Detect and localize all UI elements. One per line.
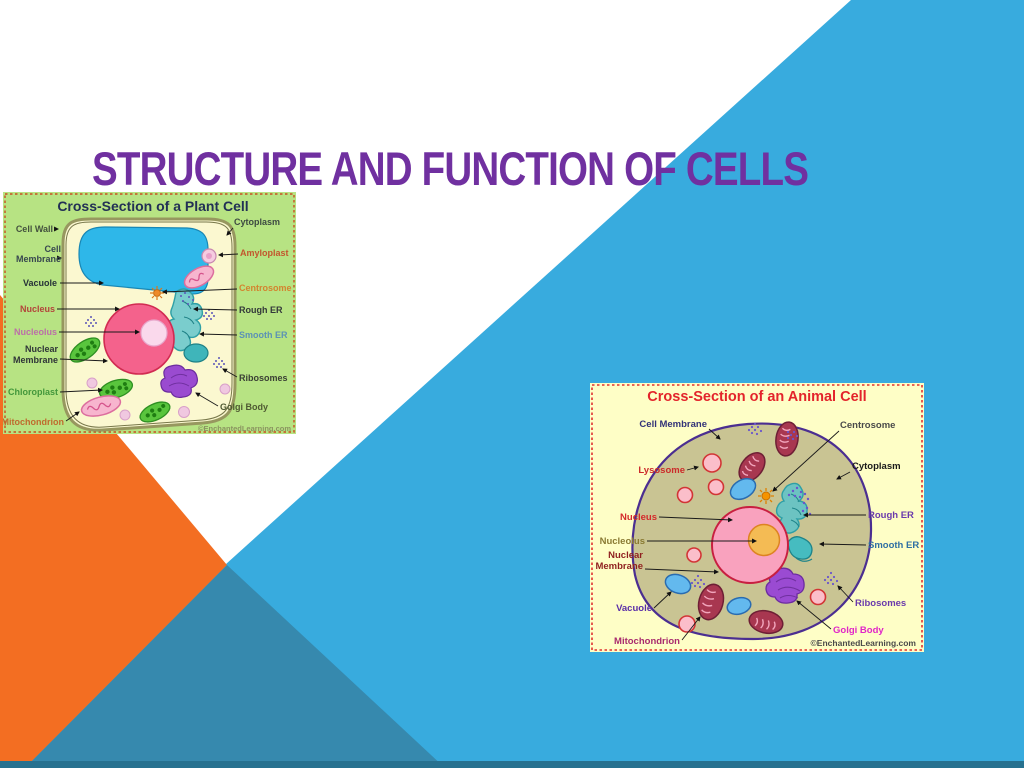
animal-label-centrosome: Centrosome [840, 420, 895, 431]
bottom-accent-bar [0, 761, 1024, 768]
animal-label-lysosome: Lysosome [638, 465, 685, 476]
animal-lysosome-shapes [676, 453, 827, 633]
plant-cell-diagram: Cross-Section of a Plant Cell [3, 192, 296, 434]
animal-label-smooth-er: Smooth ER [868, 540, 919, 551]
animal-label-mitochondrion: Mitochondrion [614, 636, 680, 647]
plant-amyloplast-shape [201, 248, 217, 264]
plant-mitochondrion-shape [80, 395, 122, 417]
plant-label-cell-membrane-1: Cell [44, 244, 61, 254]
plant-label-cell-wall: Cell Wall [16, 224, 53, 234]
plant-label-smooth-er: Smooth ER [239, 330, 288, 340]
plant-label-chloroplast: Chloroplast [8, 387, 58, 397]
animal-label-nuclear-membrane-2: Membrane [595, 561, 643, 572]
plant-ribosome-cluster [203, 309, 215, 320]
animal-smooth-er-shape [787, 536, 813, 562]
plant-chloroplast-shape [98, 378, 134, 400]
plant-mitochondrion-shape [183, 265, 215, 289]
plant-label-nuclear-membrane-1: Nuclear [25, 344, 59, 354]
animal-cell-diagram: Cross-Section of an Animal Cell [590, 383, 924, 652]
animal-ribosome-cluster [823, 571, 839, 586]
animal-vacuole-shapes [664, 477, 757, 616]
plant-er-shape [166, 288, 209, 363]
plant-label-lines [54, 226, 239, 422]
animal-ribosome-cluster [747, 422, 763, 436]
animal-nucleolus-shape [747, 523, 781, 557]
slide-title: STRUCTURE AND FUNCTION OF CELLS [92, 142, 809, 195]
plant-label-cytoplasm: Cytoplasm [234, 217, 280, 227]
plant-golgi-body-shape [160, 364, 198, 399]
animal-label-lines [644, 428, 867, 641]
animal-label-rough-er: Rough ER [868, 510, 914, 521]
plant-cell-membrane-shape [65, 221, 233, 428]
animal-mitochondrion-shape [748, 609, 784, 635]
animal-centrosome-shape [758, 488, 774, 504]
plant-rough-er-ribosome-dots [180, 292, 194, 305]
animal-mitochondrion-shape [775, 421, 799, 457]
animal-label-cytoplasm: Cytoplasm [852, 461, 901, 472]
plant-diagram-dashed-border [4, 193, 295, 433]
animal-mitochondrion-shape [697, 583, 725, 621]
animal-label-nucleolus: Nucleolus [600, 536, 645, 547]
plant-vesicles [86, 377, 231, 421]
animal-golgi-body-shape [765, 567, 805, 604]
animal-cell-svg: Cross-Section of an Animal Cell [590, 383, 924, 652]
animal-diagram-title: Cross-Section of an Animal Cell [647, 389, 866, 405]
animal-label-vacuole: Vacuole [616, 603, 652, 614]
animal-ribosome-cluster [786, 430, 799, 441]
plant-chloroplast-shape [139, 401, 171, 423]
animal-rough-er-ribosome-dots [787, 486, 812, 516]
plant-label-rough-er: Rough ER [239, 305, 283, 315]
plant-label-nucleolus: Nucleolus [14, 327, 57, 337]
plant-label-centrosome: Centrosome [239, 283, 292, 293]
plant-nucleolus-shape [140, 319, 168, 347]
plant-label-nucleus: Nucleus [20, 304, 55, 314]
animal-label-golgi-body: Golgi Body [833, 625, 884, 636]
plant-centrosome-shape [150, 286, 164, 300]
plant-ribosome-cluster [213, 357, 225, 368]
plant-label-nuclear-membrane-2: Membrane [13, 355, 58, 365]
plant-cell-svg: Cross-Section of a Plant Cell [3, 192, 296, 434]
plant-label-golgi-body: Golgi Body [220, 402, 268, 412]
plant-label-amyloplast: Amyloplast [240, 248, 289, 258]
plant-label-cell-membrane-2: Membrane [16, 254, 61, 264]
animal-diagram-dashed-border [591, 384, 923, 651]
plant-label-ribosomes: Ribosomes [239, 373, 288, 383]
plant-label-mitochondrion: Mitochondrion [3, 417, 64, 427]
plant-copyright: ©EnchantedLearning.com [198, 424, 291, 433]
plant-golgi-folds [168, 373, 190, 387]
animal-copyright: ©EnchantedLearning.com [811, 638, 917, 648]
animal-label-nuclear-membrane-1: Nuclear [608, 550, 643, 561]
plant-diagram-title: Cross-Section of a Plant Cell [57, 198, 248, 214]
plant-vacuole-shape [78, 226, 209, 295]
plant-ribosome-cluster [85, 316, 97, 327]
plant-label-vacuole: Vacuole [23, 278, 57, 288]
animal-ribosome-cluster [690, 574, 706, 589]
animal-label-nucleus: Nucleus [620, 512, 657, 523]
animal-label-ribosomes: Ribosomes [855, 598, 906, 609]
animal-label-cell-membrane: Cell Membrane [639, 419, 707, 430]
animal-rough-er-shape [775, 482, 808, 534]
